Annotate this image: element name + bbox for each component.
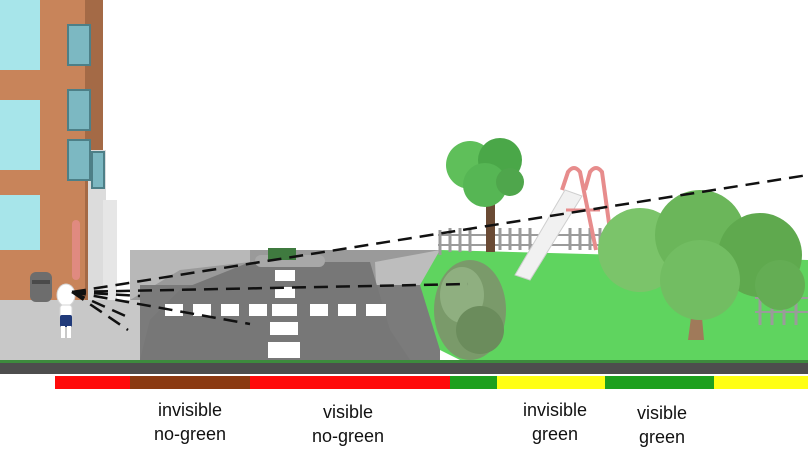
color-bar-segment (130, 376, 250, 389)
large-tree-icon (598, 190, 805, 340)
color-bar-segment (450, 376, 497, 389)
label-visible-green-line1: visible (636, 403, 688, 423)
label-invisible-no-green-line1: invisible (157, 400, 223, 420)
visibility-color-bar (55, 376, 808, 389)
color-bar-segment (55, 376, 130, 389)
ground-edge (0, 360, 808, 363)
crosswalk (165, 270, 386, 358)
hedge-icon (434, 260, 506, 360)
observer-figure-icon (56, 283, 76, 338)
ground-strip (0, 362, 808, 374)
slide-icon (514, 166, 614, 281)
label-invisible-green-line2: green (531, 424, 579, 444)
label-visible-no-green-line1: visible (322, 402, 374, 422)
label-visible-no-green-line2: no-green (311, 426, 385, 446)
label-visible-no-green: visible no-green (298, 400, 398, 448)
label-visible-green: visible green (612, 401, 712, 449)
label-invisible-no-green: invisible no-green (140, 398, 240, 446)
sight-lines (71, 173, 808, 332)
mailbox-icon (30, 272, 52, 302)
color-bar-segment (714, 376, 808, 389)
color-bar-segment (497, 376, 605, 389)
label-invisible-green-line1: invisible (522, 400, 588, 420)
color-bar-segment (250, 376, 450, 389)
label-invisible-green: invisible green (505, 398, 605, 446)
label-visible-green-line2: green (638, 427, 686, 447)
tree-icon (446, 138, 524, 252)
building-icon (0, 0, 117, 300)
distant-hedge (268, 248, 296, 260)
color-bar-segment (605, 376, 714, 389)
label-invisible-no-green-line2: no-green (153, 424, 227, 444)
